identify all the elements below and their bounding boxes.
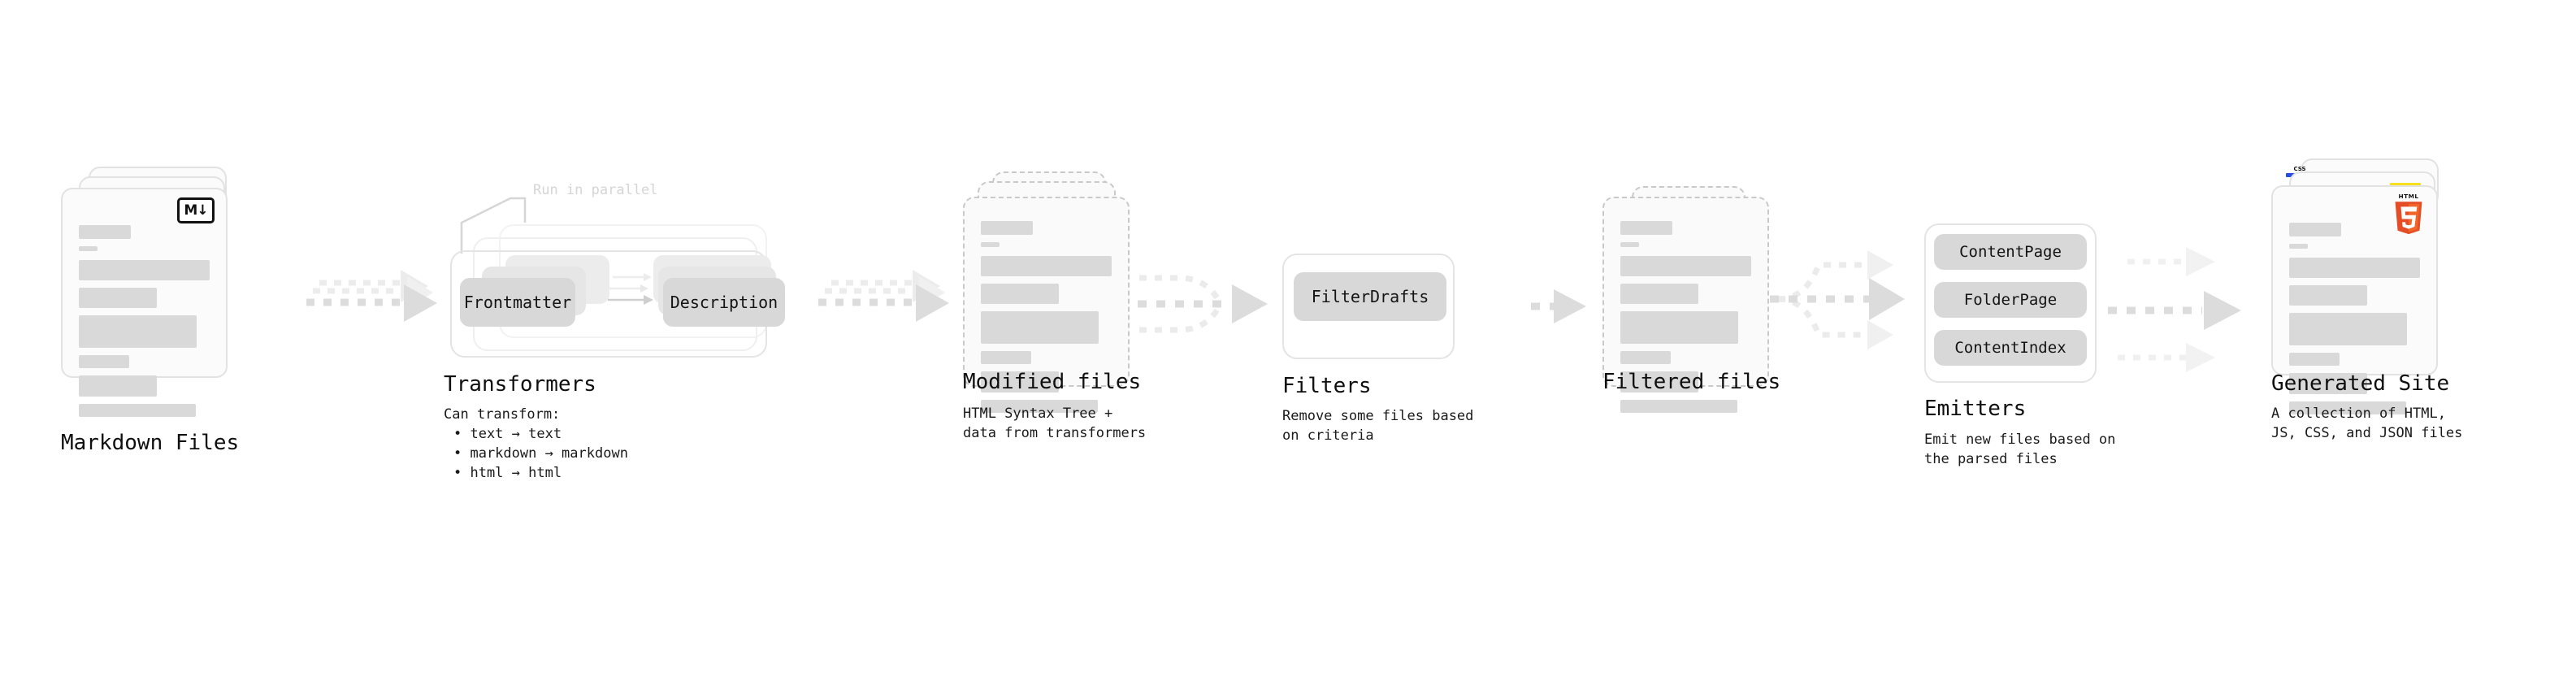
emitters-subtitle: Emit new files based on the parsed files bbox=[1924, 432, 2116, 467]
content-bar bbox=[1620, 311, 1738, 344]
filtered-card-front bbox=[1602, 197, 1769, 413]
content-bar bbox=[1620, 400, 1737, 413]
filtered-card-content bbox=[1620, 221, 1751, 420]
content-bar bbox=[981, 371, 1059, 393]
html5-icon: HTML bbox=[2395, 193, 2422, 235]
parallel-leader-line bbox=[460, 197, 527, 254]
site-card-front: HTML bbox=[2271, 185, 2438, 414]
transformers-capability-list: • text → text • markdown → markdown • ht… bbox=[453, 424, 628, 483]
stage-markdown-files: M↓ Markdown Files bbox=[61, 167, 240, 455]
content-bar bbox=[2289, 258, 2420, 278]
content-bar bbox=[79, 375, 157, 397]
emitter-chip-folderpage[interactable]: FolderPage bbox=[1934, 282, 2087, 318]
stage-title-generated-site: Generated Site bbox=[2271, 371, 2450, 396]
transformers-subtitle: Can transform: bbox=[444, 406, 561, 423]
content-bar bbox=[79, 315, 197, 348]
markdown-card-content bbox=[79, 225, 210, 424]
connector-filtered-to-emitters bbox=[1770, 250, 1905, 349]
content-bar bbox=[2289, 373, 2367, 394]
content-bar bbox=[2289, 223, 2341, 236]
modified-files-subtitle: HTML Syntax Tree + data from transformer… bbox=[963, 406, 1147, 441]
site-card-stack: HTML bbox=[2271, 158, 2450, 435]
content-bar bbox=[1620, 242, 1639, 247]
parallel-annotation: Run in parallel bbox=[533, 182, 658, 198]
generated-site-subtitle: A collection of HTML, JS, CSS, and JSON … bbox=[2271, 406, 2463, 441]
stage-filtered-files: Filtered files bbox=[1602, 167, 1781, 435]
stage-modified-files: Modified files HTML Syntax Tree + data f… bbox=[963, 167, 1146, 441]
list-item: • html → html bbox=[453, 465, 562, 481]
markdown-card-stack: M↓ bbox=[61, 167, 240, 435]
content-bar bbox=[1620, 371, 1698, 393]
content-bar bbox=[79, 288, 157, 308]
stage-title-markdown-files: Markdown Files bbox=[61, 431, 240, 455]
filters-subtitle: Remove some files based on criteria bbox=[1282, 408, 1474, 444]
content-bar bbox=[79, 355, 129, 368]
stage-title-filters: Filters bbox=[1282, 374, 1372, 398]
emitters-group bbox=[1924, 223, 2097, 383]
filters-group bbox=[1282, 254, 1455, 359]
site-card-content bbox=[2289, 223, 2420, 422]
connector-filters-to-filtered bbox=[1531, 289, 1586, 323]
content-bar bbox=[2289, 401, 2406, 414]
content-bar bbox=[79, 225, 131, 239]
filter-chip-filterdrafts[interactable]: FilterDrafts bbox=[1294, 272, 1446, 321]
content-bar bbox=[981, 284, 1059, 304]
content-bar bbox=[981, 256, 1112, 276]
content-bar bbox=[79, 246, 98, 251]
content-bar bbox=[1620, 256, 1751, 276]
content-bar bbox=[2289, 244, 2308, 249]
content-bar bbox=[981, 400, 1098, 413]
transformer-chip-frontmatter[interactable]: Frontmatter bbox=[460, 278, 575, 327]
content-bar bbox=[2289, 285, 2367, 306]
content-bar bbox=[981, 351, 1031, 364]
svg-text:HTML: HTML bbox=[2399, 193, 2419, 200]
connector-md-to-transformers bbox=[306, 270, 437, 322]
content-bar bbox=[981, 311, 1099, 344]
emitter-chip-contentindex[interactable]: ContentIndex bbox=[1934, 330, 2087, 366]
list-item: • markdown → markdown bbox=[453, 445, 628, 462]
modified-card-stack bbox=[963, 167, 1138, 435]
modified-card-front bbox=[963, 197, 1130, 413]
content-bar bbox=[1620, 221, 1672, 235]
transformer-chip-description[interactable]: Description bbox=[663, 278, 785, 327]
transformer-inner-arrows bbox=[608, 273, 653, 305]
stage-generated-site: HTML Generated Site A collection of HTML… bbox=[2271, 158, 2462, 441]
content-bar bbox=[1620, 351, 1671, 364]
filtered-card-stack bbox=[1602, 167, 1777, 435]
content-bar bbox=[79, 404, 196, 417]
stage-title-emitters: Emitters bbox=[1924, 397, 2027, 421]
connector-emitters-to-site bbox=[2108, 247, 2241, 372]
content-bar bbox=[2289, 353, 2340, 366]
connector-modified-to-filters bbox=[1138, 275, 1268, 333]
content-bar bbox=[981, 242, 1000, 247]
content-bar bbox=[1620, 284, 1698, 304]
content-bar bbox=[2289, 313, 2407, 345]
content-bar bbox=[79, 260, 210, 280]
connector-transformers-to-modified bbox=[818, 270, 949, 322]
stage-title-filtered-files: Filtered files bbox=[1602, 370, 1781, 394]
markdown-icon: M↓ bbox=[177, 197, 215, 223]
content-bar bbox=[981, 221, 1033, 235]
stage-title-modified-files: Modified files bbox=[963, 370, 1142, 394]
list-item: • text → text bbox=[453, 426, 562, 442]
markdown-card-front: M↓ bbox=[61, 188, 228, 417]
modified-card-content bbox=[981, 221, 1112, 420]
emitter-chip-contentpage[interactable]: ContentPage bbox=[1934, 234, 2087, 270]
stage-title-transformers: Transformers bbox=[444, 372, 596, 397]
